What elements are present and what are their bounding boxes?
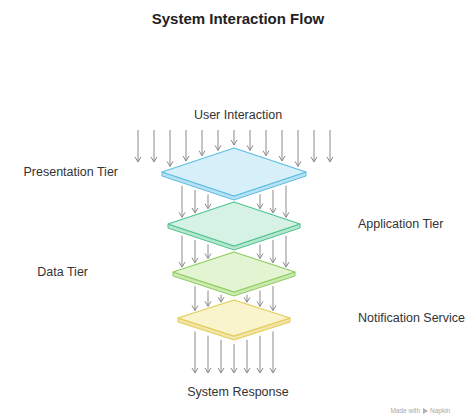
plane-shape [166, 200, 302, 254]
tier-label: Presentation Tier [24, 164, 119, 180]
plane-shape [176, 298, 292, 344]
tier-label: Application Tier [358, 216, 443, 232]
tier-plane: Presentation Tier [0, 146, 476, 204]
tier-label: Data Tier [37, 264, 88, 280]
output-label: System Response [187, 385, 288, 401]
tier-label: Notification Service [358, 310, 465, 326]
plane-shape [160, 146, 308, 204]
tier-plane: Data Tier [0, 250, 476, 300]
watermark: Made with [390, 406, 420, 416]
logo-mark [423, 408, 428, 414]
plane-shape [171, 250, 297, 300]
watermark: Napkin [430, 406, 450, 416]
diagram-title: System Interaction Flow [152, 10, 325, 28]
input-label: User Interaction [194, 108, 282, 124]
tier-plane: Application Tier [0, 200, 476, 254]
tier-plane: Notification Service [0, 298, 476, 344]
